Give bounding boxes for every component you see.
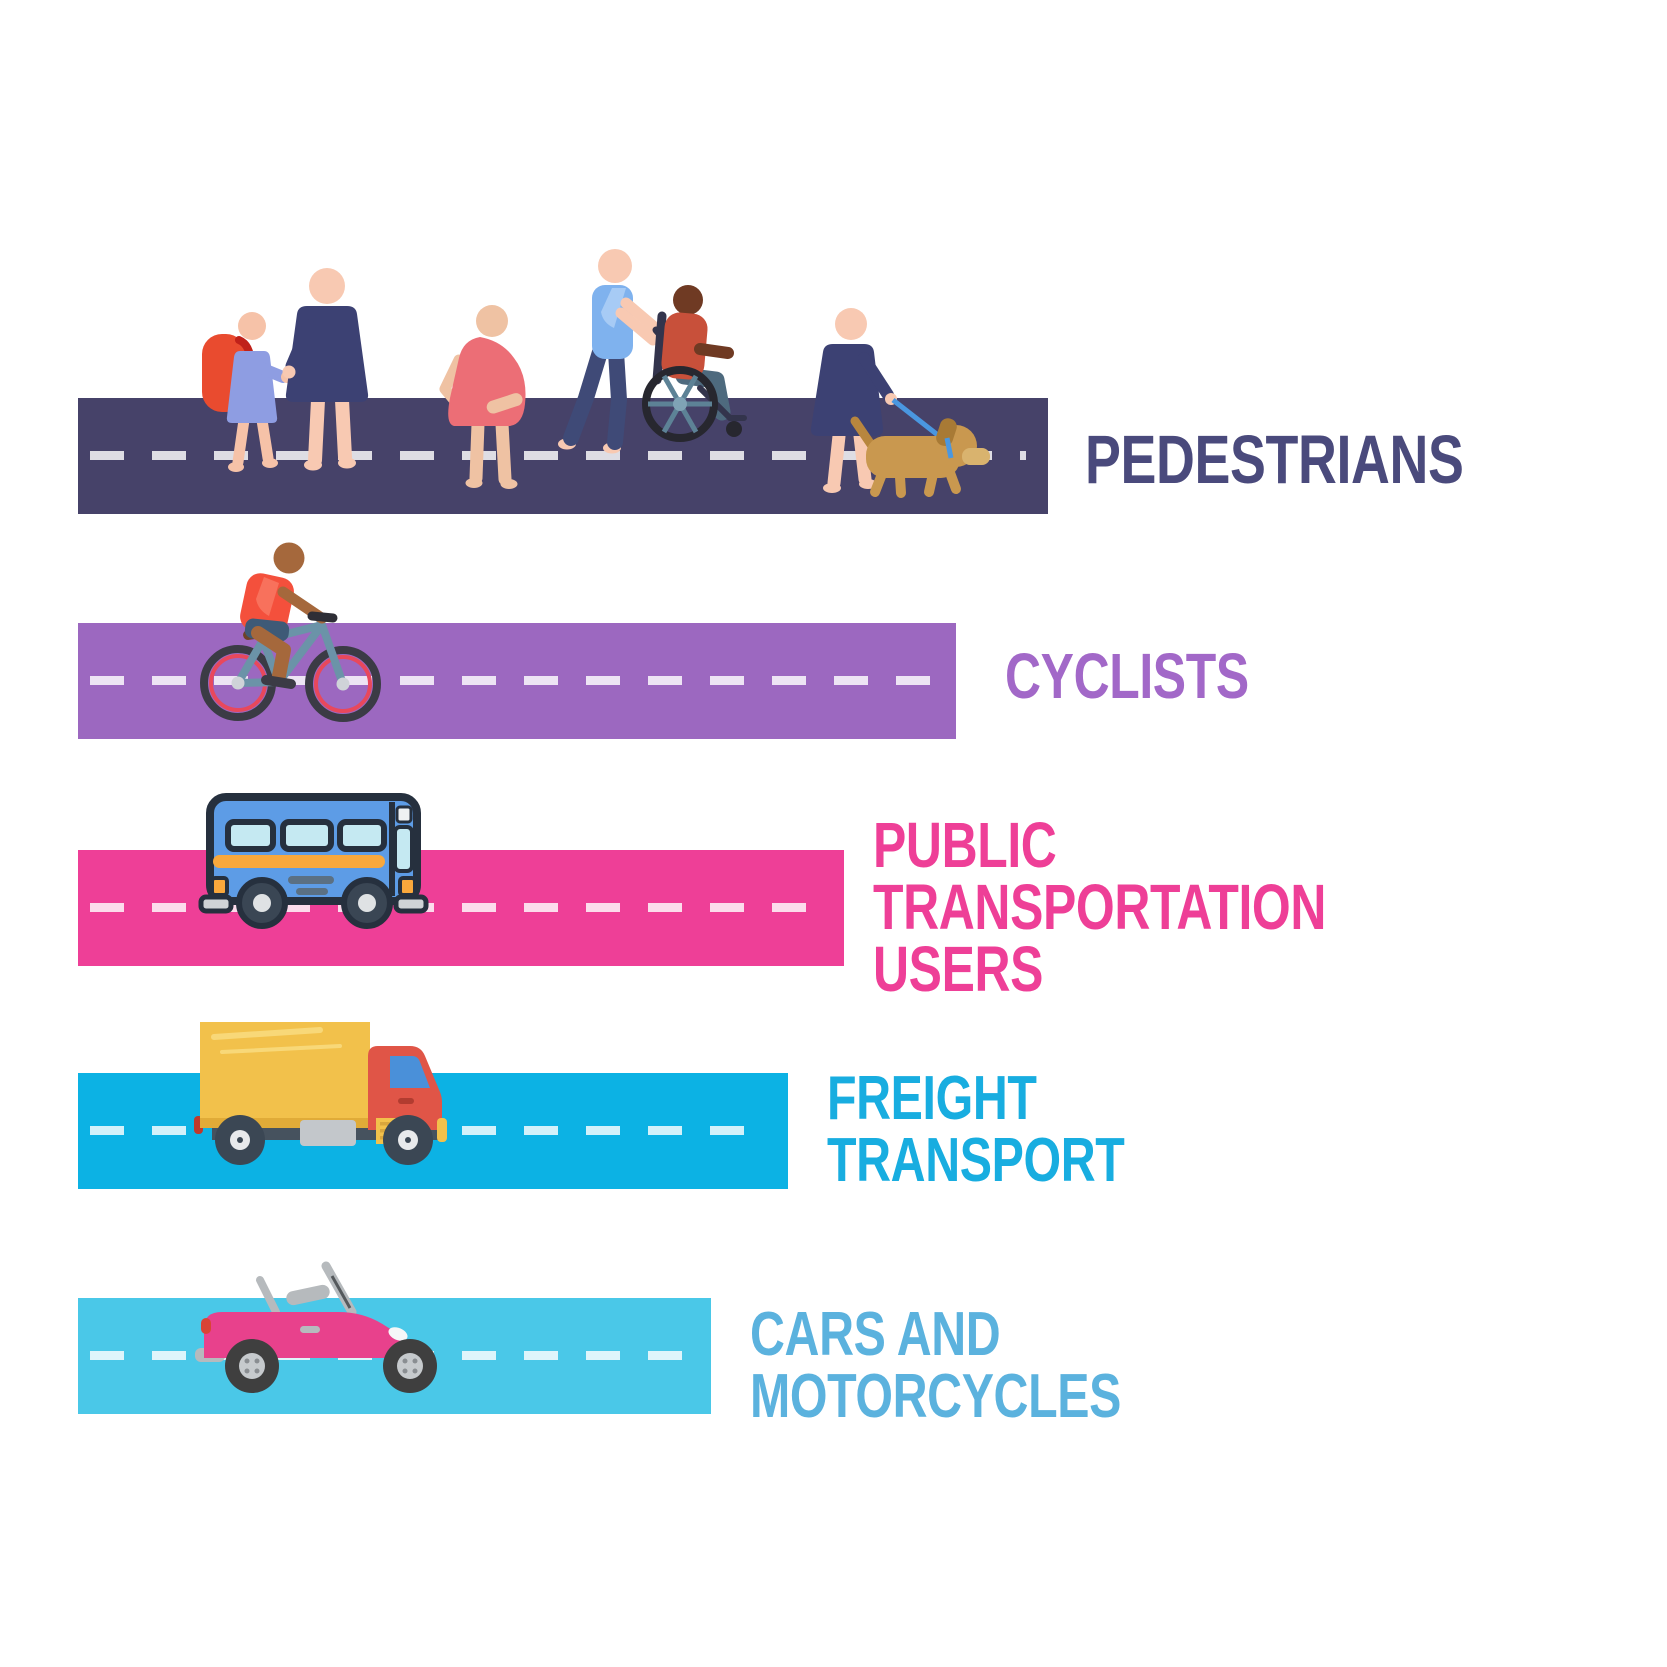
- label-line: PUBLIC: [873, 809, 1057, 881]
- label-line: FREIGHT: [827, 1064, 1037, 1133]
- label-pedestrians: PEDESTRIANS: [1085, 421, 1464, 498]
- road-bar-freight-transport: [78, 1073, 788, 1189]
- road-dash-line: [90, 903, 822, 912]
- label-public-transportation-users: PUBLIC TRANSPORTATION USERS: [873, 809, 1327, 1005]
- road-dash-line: [90, 676, 934, 685]
- label-line: TRANSPORTATION: [873, 871, 1327, 943]
- label-freight-transport: FREIGHT TRANSPORT: [827, 1064, 1125, 1195]
- label-line: MOTORCYCLES: [750, 1362, 1121, 1431]
- label-line: TRANSPORT: [827, 1126, 1125, 1195]
- label-line: USERS: [873, 933, 1044, 1005]
- label-line: PEDESTRIANS: [1085, 421, 1464, 498]
- road-dash-line: [90, 1126, 766, 1135]
- road-bar-pedestrians: [78, 398, 1048, 514]
- road-dash-line: [90, 1351, 689, 1360]
- label-line: CARS AND: [750, 1300, 1001, 1369]
- label-line: CYCLISTS: [1005, 640, 1249, 712]
- label-cars-and-motorcycles: CARS AND MOTORCYCLES: [750, 1304, 1121, 1428]
- road-bar-cyclists: [78, 623, 956, 739]
- label-cyclists: CYCLISTS: [1005, 640, 1249, 712]
- road-dash-line: [90, 451, 1026, 460]
- road-bar-public-transportation: [78, 850, 844, 966]
- road-bar-cars-motorcycles: [78, 1298, 711, 1414]
